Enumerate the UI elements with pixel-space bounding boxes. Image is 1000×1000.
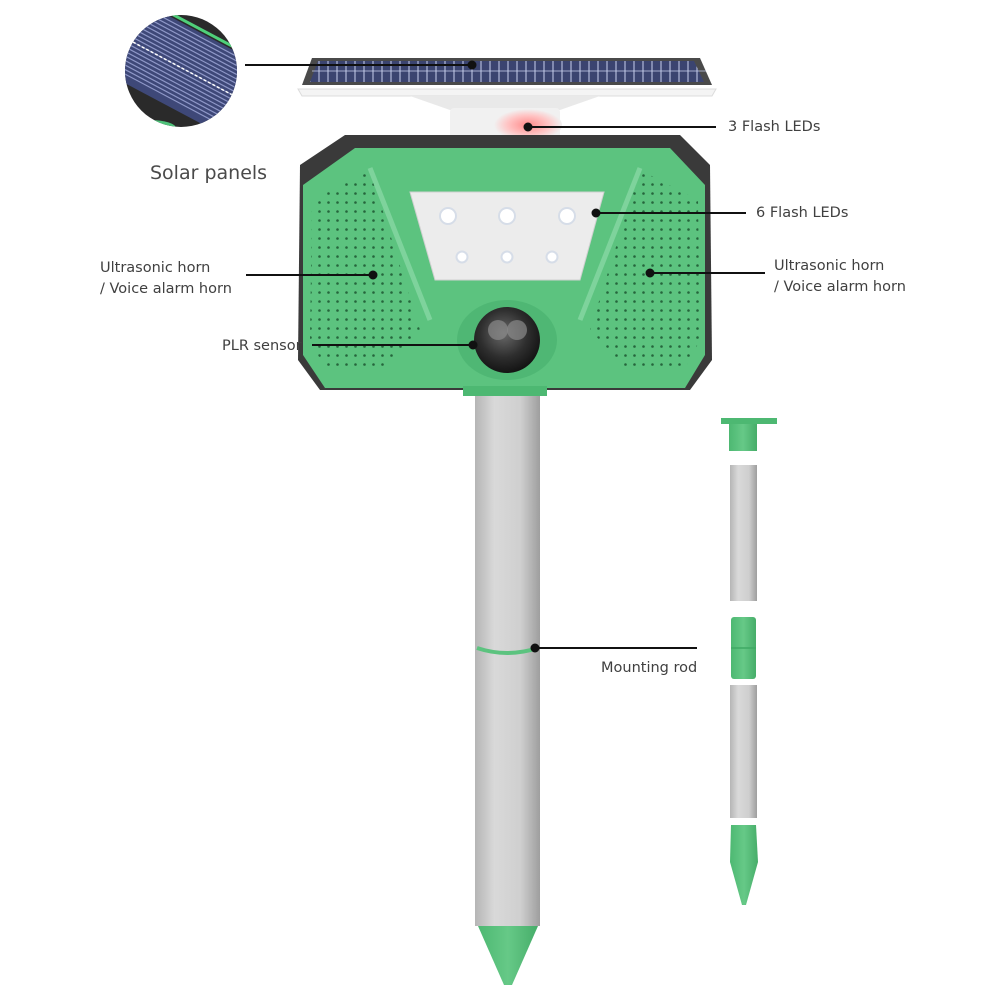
mounting-rod <box>475 396 540 985</box>
top-cap-flange <box>721 418 777 424</box>
horn-right-label: Ultrasonic horn / Voice alarm horn <box>774 256 906 298</box>
six-flash-leds-label: 6 Flash LEDs <box>756 205 849 221</box>
exploded-rod <box>721 418 777 905</box>
repeller-body <box>298 135 712 396</box>
three-flash-leds-label: 3 Flash LEDs <box>728 119 821 135</box>
solar-panels-label: Solar panels <box>150 162 268 184</box>
upper-tube <box>730 465 757 601</box>
mounting-rod-label: Mounting rod <box>601 660 698 676</box>
leader-lines <box>245 60 765 653</box>
horn-right-line1: Ultrasonic horn <box>774 258 885 274</box>
solar-panel-detail-inset <box>125 15 237 127</box>
plr-sensor-label: PLR sensor <box>222 338 302 354</box>
horn-right-line2: / Voice alarm horn <box>774 279 906 295</box>
lower-tube <box>730 685 757 818</box>
top-cap <box>729 424 757 451</box>
horn-left-line1: Ultrasonic horn <box>100 260 211 276</box>
solar-panel <box>297 58 717 97</box>
horn-left-label: Ultrasonic horn / Voice alarm horn <box>100 258 232 300</box>
horn-left-line2: / Voice alarm horn <box>100 281 232 297</box>
spike-tip <box>730 825 758 905</box>
